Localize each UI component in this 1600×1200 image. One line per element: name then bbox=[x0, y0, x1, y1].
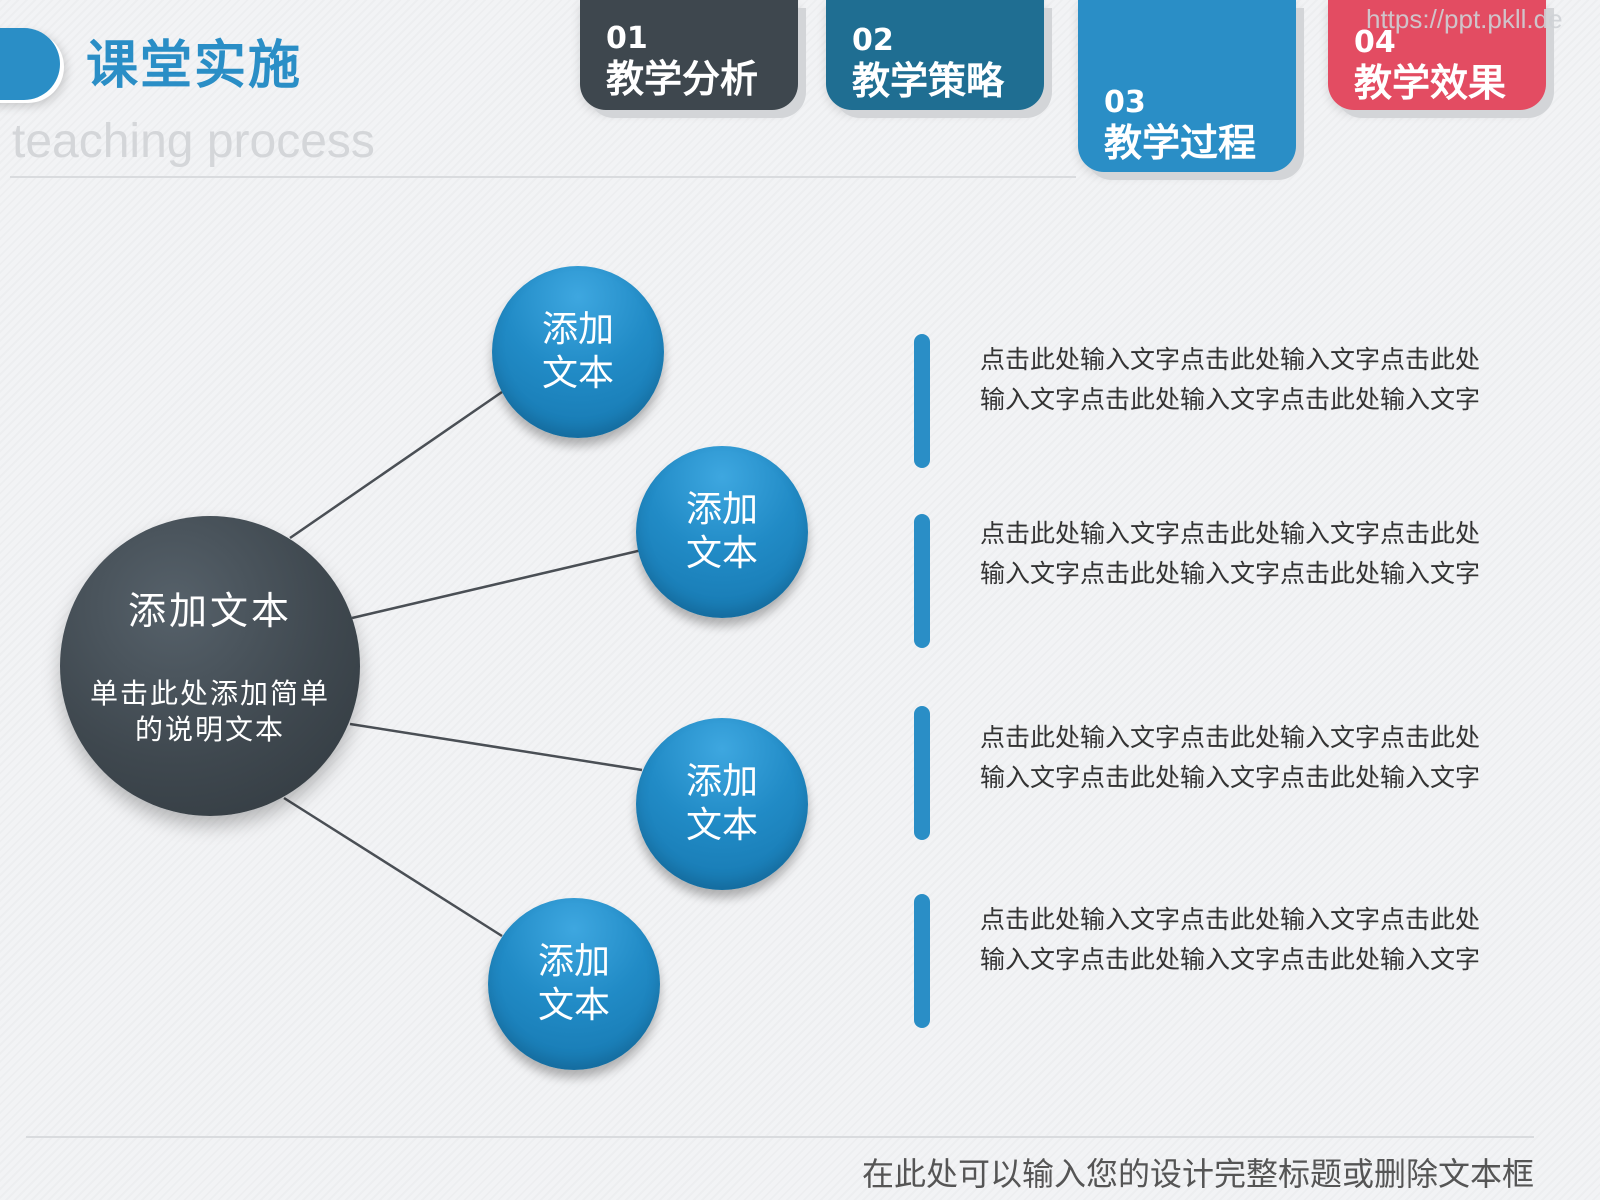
tab-label: 教学策略 bbox=[852, 59, 1005, 103]
tab-label: 教学过程 bbox=[1104, 121, 1257, 165]
tab-label: 教学分析 bbox=[606, 57, 759, 101]
page-title: 课堂实施 bbox=[86, 36, 303, 96]
node-circle-1[interactable]: 添加文本 bbox=[492, 266, 664, 438]
node-circle-3[interactable]: 添加文本 bbox=[636, 718, 808, 890]
hub-circle: 添加文本 单击此处添加简单的说明文本 bbox=[60, 516, 360, 816]
description-text-1[interactable]: 点击此处输入文字点击此处输入文字点击此处输入文字点击此处输入文字点击此处输入文字 bbox=[980, 345, 1481, 414]
connector-line bbox=[351, 548, 643, 620]
accent-bar bbox=[914, 894, 930, 1028]
connector-line bbox=[349, 722, 643, 772]
description-text-2[interactable]: 点击此处输入文字点击此处输入文字点击此处输入文字点击此处输入文字点击此处输入文字 bbox=[980, 519, 1481, 588]
footer-caption[interactable]: 在此处可以输入您的设计完整标题或删除文本框 bbox=[861, 1155, 1534, 1193]
node-label: 添加文本 bbox=[541, 309, 614, 394]
tab-number: 04 bbox=[1354, 25, 1396, 60]
connector-line bbox=[283, 796, 503, 938]
header-accent-pill bbox=[0, 28, 60, 100]
tab-teaching-strategy[interactable]: 02 教学策略 bbox=[826, 0, 1044, 110]
node-circle-4[interactable]: 添加文本 bbox=[488, 898, 660, 1070]
accent-bar bbox=[914, 514, 930, 648]
tab-teaching-analysis[interactable]: 01 教学分析 bbox=[580, 0, 798, 110]
footer-divider bbox=[26, 1136, 1534, 1138]
description-text-4[interactable]: 点击此处输入文字点击此处输入文字点击此处输入文字点击此处输入文字点击此处输入文字 bbox=[980, 905, 1481, 974]
description-text-3[interactable]: 点击此处输入文字点击此处输入文字点击此处输入文字点击此处输入文字点击此处输入文字 bbox=[980, 723, 1481, 792]
node-label: 添加文本 bbox=[685, 761, 758, 846]
page-subtitle: teaching process bbox=[12, 115, 375, 168]
node-label: 添加文本 bbox=[537, 941, 610, 1026]
connector-line bbox=[289, 390, 503, 540]
tab-teaching-effect[interactable]: 04 教学效果 bbox=[1328, 0, 1546, 110]
node-label: 添加文本 bbox=[685, 489, 758, 574]
accent-bar bbox=[914, 706, 930, 840]
accent-bar bbox=[914, 334, 930, 468]
tab-number: 03 bbox=[1104, 85, 1146, 120]
watermark: https://ppt.pkll.de bbox=[1366, 4, 1563, 34]
node-circle-2[interactable]: 添加文本 bbox=[636, 446, 808, 618]
tab-number: 02 bbox=[852, 23, 894, 58]
tab-teaching-process[interactable]: 03 教学过程 bbox=[1078, 0, 1296, 172]
tab-label: 教学效果 bbox=[1354, 61, 1507, 105]
hub-title: 添加文本 bbox=[127, 589, 292, 633]
tab-number: 01 bbox=[606, 21, 648, 56]
hub-description: 单击此处添加简单的说明文本 bbox=[89, 677, 330, 746]
title-divider bbox=[10, 176, 1076, 178]
